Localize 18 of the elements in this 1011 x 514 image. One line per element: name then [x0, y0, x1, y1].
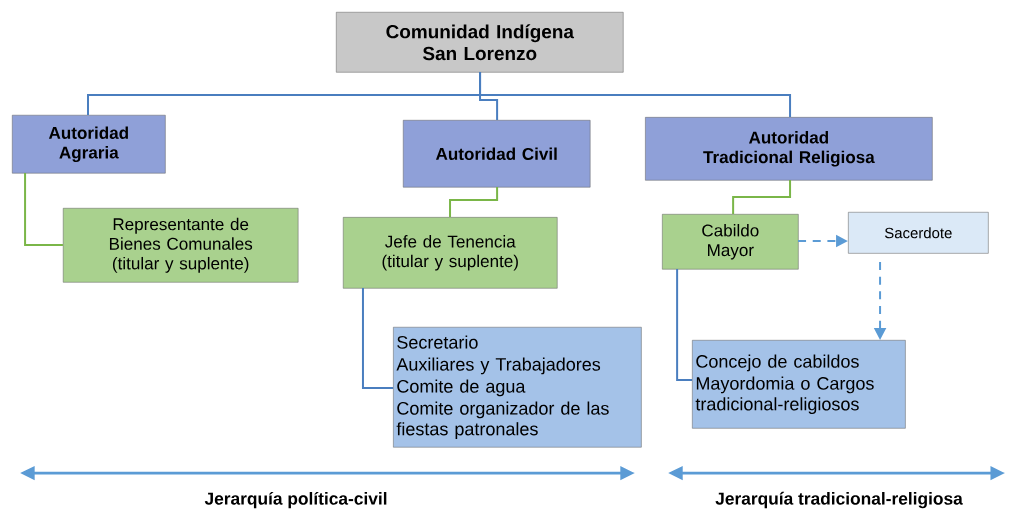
authority-box: Autoridad Civil [402, 120, 591, 188]
role-box: Jefe de Tenencia (titular y suplente) [342, 217, 558, 289]
role-box: Sacerdote [848, 212, 989, 254]
connector [479, 71, 792, 119]
connector [732, 179, 792, 215]
connector [676, 268, 694, 381]
section-label: Jerarquía política-civil [204, 491, 387, 509]
role-box: Representante de Bienes Comunales (titular y suplente) [62, 208, 299, 283]
section-label: Jerarquía tradicional-religiosa [715, 491, 963, 509]
connector [449, 185, 499, 219]
role-box: Cabildo Mayor [662, 214, 799, 270]
authority-box: Autoridad Tradicional Religiosa [645, 117, 933, 181]
list-box: Secretario Auxiliares y Trabajadores Comite de agua Comite organizador de las fiestas patronales [393, 326, 642, 448]
connector [361, 287, 395, 389]
list-box: Concejo de cabildos Mayordomia o Cargos tradicional-religiosos [692, 340, 906, 429]
title-box: Comunidad Indígena San Lorenzo [336, 12, 624, 73]
connector [24, 172, 64, 247]
authority-box: Autoridad Agraria [12, 114, 166, 174]
